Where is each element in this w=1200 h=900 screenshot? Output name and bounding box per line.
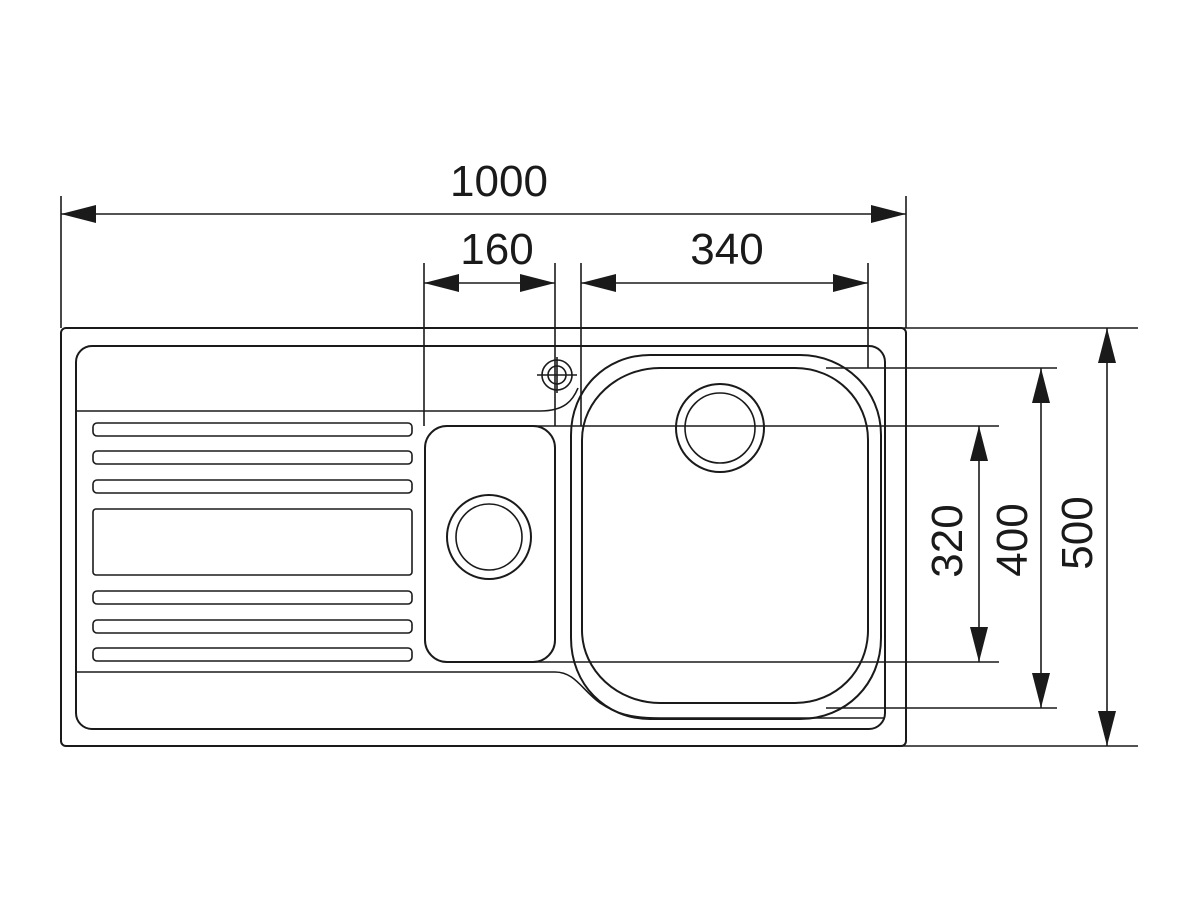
dimension-overall-depth: 500 (1053, 328, 1116, 746)
main-bowl-waste-outer (675, 383, 765, 473)
sink-inner-rim (75, 345, 886, 730)
dimension-overall-width: 1000 (61, 157, 906, 223)
main-bowl-rim (570, 354, 882, 720)
dimension-label-160: 160 (460, 225, 533, 274)
tap-deck-curve (539, 387, 579, 412)
drainer-groove (92, 647, 413, 662)
dimension-label-340: 340 (690, 225, 763, 274)
half-bowl-waste-outer (446, 494, 532, 580)
dimension-main-bowl-inner-depth: 320 (923, 426, 988, 662)
drainer-groove (92, 450, 413, 465)
dimension-main-bowl-depth: 400 (988, 368, 1050, 708)
drainer-groove (92, 590, 413, 605)
half-bowl (424, 425, 556, 663)
drainer-wide-panel (92, 508, 413, 576)
extension-lines (60, 196, 1138, 747)
dimension-label-400: 400 (988, 503, 1037, 576)
dimension-label-320: 320 (923, 504, 972, 577)
main-bowl (570, 354, 882, 720)
sink-outer-edge (60, 327, 907, 747)
dimension-label-1000: 1000 (450, 157, 548, 206)
drainer-board (76, 410, 885, 719)
sink-outline (60, 327, 907, 747)
dimension-main-bowl-width: 340 (581, 225, 868, 292)
drainer-groove (92, 422, 413, 437)
dimension-label-500: 500 (1053, 496, 1102, 569)
half-bowl-edge (424, 425, 556, 663)
half-bowl-waste-inner (455, 503, 523, 571)
drainer-groove (92, 479, 413, 494)
main-bowl-edge (581, 367, 869, 704)
dimension-drainer-gap: 160 (424, 225, 555, 292)
drainer-groove (92, 619, 413, 634)
drainer-bottom-line (76, 671, 885, 719)
tap-hole-icon (537, 357, 579, 412)
main-bowl-waste-inner (684, 392, 756, 464)
